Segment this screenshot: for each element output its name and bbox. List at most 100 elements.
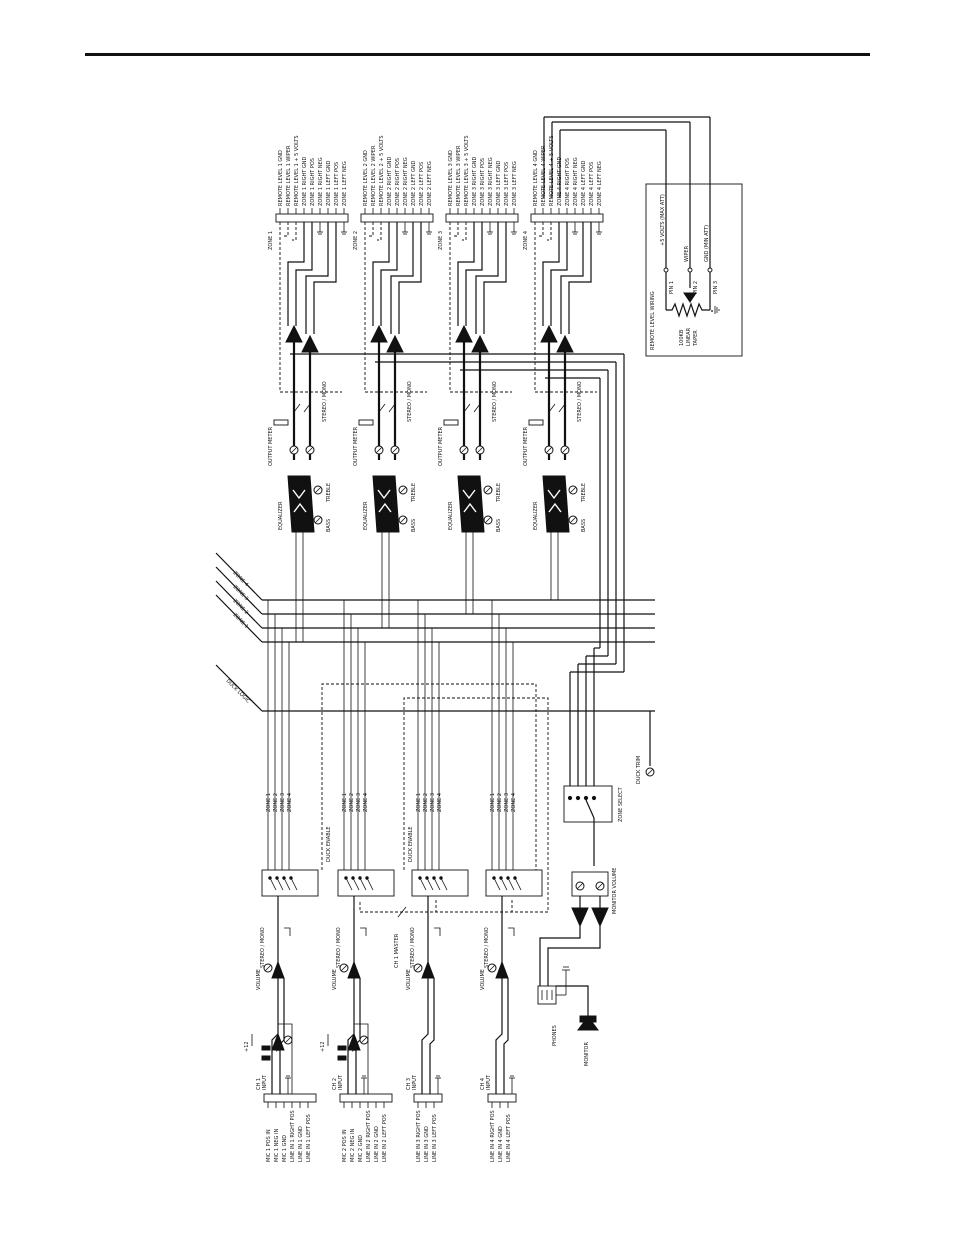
input-connector xyxy=(263,1093,317,1103)
zone-output-pin-label: ZONE 4 LEFT GND xyxy=(581,160,587,206)
zone-output-pin-label: REMOTE LEVEL 3 WIPER xyxy=(456,145,462,206)
zone-output-pin-label: ZONE 1 RIGHT NEG xyxy=(318,157,324,206)
input-label: CH 2 xyxy=(332,1078,338,1090)
duck-trim-label: DUCK TRIM xyxy=(636,756,642,784)
stereo-mono-label: STEREO / MONO xyxy=(407,381,413,422)
zone-output-pin-label: ZONE 4 RIGHT POS xyxy=(565,158,571,206)
amplifier-triangle xyxy=(370,324,388,343)
amplifier-triangle xyxy=(471,334,489,353)
equalizer-block xyxy=(372,475,400,533)
zone-output-pin-label: ZONE 3 LEFT POS xyxy=(504,162,510,206)
ch1-master-label: CH 1 MASTER xyxy=(394,933,400,968)
zone-output-pin-label: ZONE 3 RIGHT GND xyxy=(472,157,478,206)
output-meter-icon xyxy=(358,419,374,426)
zone-output-pin-label: REMOTE LEVEL 2 + 5 VOLTS xyxy=(379,136,385,207)
plus12-label: +12 xyxy=(320,1041,326,1052)
duck-logic-label: DUCK LOGIC xyxy=(225,678,252,705)
zone-output-pin-label: ZONE 4 RIGHT NEG xyxy=(573,157,579,206)
duck-dashed-routing: CH 1 MASTER DUCK ENABLE DUCK ENABLE xyxy=(321,683,549,968)
bass-label: BASS xyxy=(326,519,332,532)
zone-output-pin-label: ZONE 1 RIGHT POS xyxy=(310,158,316,206)
zone-assign-label: ZONE 4 xyxy=(437,793,443,812)
remote-wiper: WIPER xyxy=(684,245,690,262)
amplifier-triangle xyxy=(556,334,574,353)
zone-output-pin-label: REMOTE LEVEL 3 + 5 VOLTS xyxy=(464,136,470,207)
header-rule xyxy=(85,53,870,56)
pot-label: TAPER xyxy=(693,330,699,347)
input-pin-label: LINE IN 3 GND xyxy=(424,1126,430,1162)
zone-output-connector xyxy=(360,213,434,223)
volume-label: VOLUME xyxy=(332,969,338,990)
zone-output-pin-label: ZONE 1 LEFT POS xyxy=(334,162,340,206)
zone-output-pin-label: REMOTE LEVEL 1 GND xyxy=(278,150,284,206)
zone-output-pin-label: REMOTE LEVEL 1 WIPER xyxy=(286,145,292,206)
zone-assign-label: ZONE 4 xyxy=(363,793,369,812)
stereo-mono-label: STEREO / MONO xyxy=(260,927,266,968)
input-pin-label: MIC 2 POS IN xyxy=(342,1129,348,1162)
remote-pin1: PIN 1 xyxy=(669,281,675,294)
pot-label: 100KB xyxy=(679,329,685,346)
output-meter-label: OUTPUT METER xyxy=(268,426,274,466)
zone-assign-label: ZONE 3 xyxy=(356,793,362,812)
mic-preamp-triangle xyxy=(347,1032,361,1051)
zone-assign-label: ZONE 3 xyxy=(504,793,510,812)
equalizer-block xyxy=(457,475,485,533)
zone-assign-label: ZONE 4 xyxy=(511,793,517,812)
zone-assign-label: ZONE 2 xyxy=(273,793,279,812)
zone-output-pin-label: REMOTE LEVEL 3 GND xyxy=(448,150,454,206)
zone-assign-box xyxy=(411,869,469,897)
zone-output-pin-label: ZONE 3 RIGHT NEG xyxy=(488,157,494,206)
monitor-label: MONITOR xyxy=(584,1042,590,1066)
equalizer-label: EQUALIZER xyxy=(448,501,454,530)
amplifier-triangle xyxy=(301,334,319,353)
input-connector xyxy=(413,1093,443,1103)
input-pin-label: LINE IN 4 GND xyxy=(498,1126,504,1162)
input-pin-label: LINE IN 1 GND xyxy=(298,1126,304,1162)
input-pin-label: LINE IN 1 RIGHT POS xyxy=(290,1110,296,1162)
zone-output-pin-label: ZONE 3 RIGHT POS xyxy=(480,158,486,206)
stereo-mono-label: STEREO / MONO xyxy=(336,927,342,968)
capacitor-icon xyxy=(337,1055,347,1061)
zone-output-pin-label: REMOTE LEVEL 1 + 5 VOLTS xyxy=(294,136,300,207)
output-meter-icon xyxy=(528,419,544,426)
input-label: CH 1 xyxy=(256,1078,262,1090)
pot-label: LINEAR xyxy=(686,327,692,346)
input-pin-label: LINE IN 3 RIGHT POS xyxy=(416,1110,422,1162)
zone-output-pin-label: ZONE 3 LEFT GND xyxy=(496,160,502,206)
remote-title: REMOTE LEVEL WIRING xyxy=(650,291,656,350)
zone-assign-label: ZONE 1 xyxy=(416,793,422,812)
stereo-mono-label: STEREO / MONO xyxy=(492,381,498,422)
zone-output-tag: ZONE 4 xyxy=(523,231,529,250)
zone-output-tag: ZONE 1 xyxy=(268,231,274,250)
volume-label: VOLUME xyxy=(256,969,262,990)
zone-assign-label: ZONE 1 xyxy=(490,793,496,812)
output-meter-label: OUTPUT METER xyxy=(523,426,529,466)
volume-amp-triangle xyxy=(421,960,435,979)
zone-output-connector xyxy=(445,213,519,223)
zone-assign-label: ZONE 3 xyxy=(280,793,286,812)
input-connector xyxy=(339,1093,393,1103)
input-pin-label: LINE IN 2 GND xyxy=(374,1126,380,1162)
duck-enable-label: DUCK ENABLE xyxy=(326,826,332,862)
remote-pin3: PIN 3 xyxy=(713,281,719,294)
zone-output-pin-label: ZONE 2 LEFT GND xyxy=(411,160,417,206)
remote-level-wiring: REMOTE LEVEL WIRING +5 VOLTS (MAX ATT) W… xyxy=(543,116,743,357)
phones-label: PHONES xyxy=(552,1025,558,1046)
trim-label: TRIM xyxy=(352,1040,358,1053)
zone-assign-label: ZONE 2 xyxy=(423,793,429,812)
zone-output-pin-label: REMOTE LEVEL 2 WIPER xyxy=(371,145,377,206)
output-meter-label: OUTPUT METER xyxy=(353,426,359,466)
output-meter-icon xyxy=(273,419,289,426)
equalizer-label: EQUALIZER xyxy=(533,501,539,530)
volume-label: VOLUME xyxy=(406,969,412,990)
mic-preamp-triangle xyxy=(271,1032,285,1051)
input-pin-label: MIC 1 GND xyxy=(282,1135,288,1162)
equalizer-block xyxy=(542,475,570,533)
input-label: INPUT xyxy=(262,1074,268,1090)
volume-amp-triangle xyxy=(271,960,285,979)
input-pin-label: MIC 1 NEG IN xyxy=(274,1129,280,1162)
